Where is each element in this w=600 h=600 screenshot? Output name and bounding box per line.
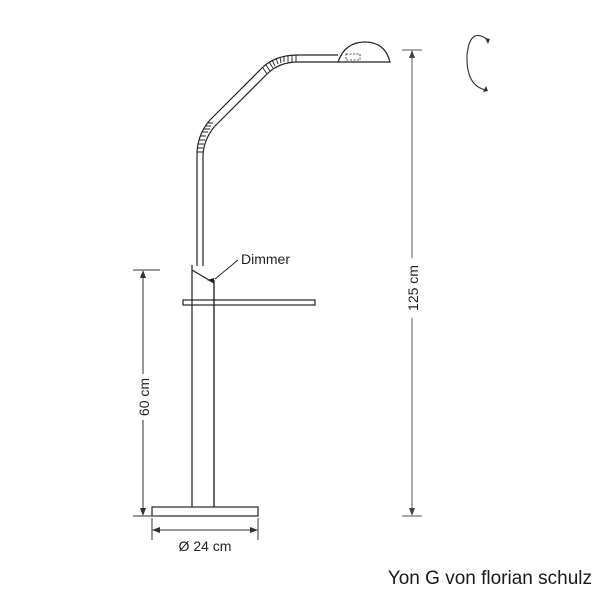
lamp-base <box>151 506 259 517</box>
height-60-label: 60 cm <box>136 378 152 416</box>
flex-segment-upper <box>262 55 297 75</box>
diameter-dimension <box>151 518 259 540</box>
rotation-icon <box>466 34 489 91</box>
height-60-dimension <box>133 269 160 517</box>
flex-segment-lower <box>197 122 213 153</box>
lamp-stem <box>196 54 338 266</box>
diameter-label: Ø 24 cm <box>179 538 232 554</box>
side-table-shelf <box>182 299 316 306</box>
lamp-head <box>337 41 391 63</box>
dimmer-knob <box>207 278 214 283</box>
dimmer-label: Dimmer <box>241 251 290 267</box>
caption: Yon G von florian schulz <box>387 568 592 589</box>
height-125-label: 125 cm <box>405 265 421 311</box>
